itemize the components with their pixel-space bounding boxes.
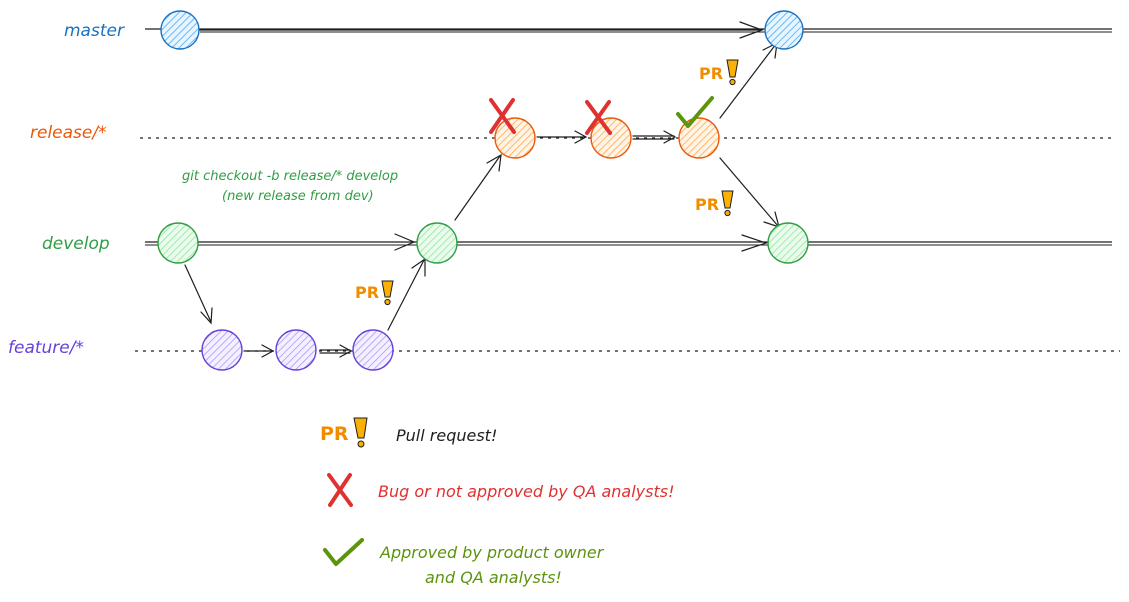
legend-approved: Approved by product owner and QA analyst… <box>323 538 605 587</box>
legend-pr: PR Pull request! <box>320 417 497 448</box>
legend-pr-badge-label: PR <box>320 423 349 445</box>
arrow-release-to-master <box>719 41 778 119</box>
commit-feature-2 <box>275 329 317 371</box>
legend-bug-text: Bug or not approved by QA analysts! <box>378 482 675 501</box>
commit-master-1 <box>160 10 200 50</box>
connector-arrows <box>184 21 780 358</box>
commits <box>157 10 809 371</box>
pr-label: PR <box>695 195 719 214</box>
commit-develop-1 <box>157 222 199 264</box>
arrow-release-1-2 <box>536 130 588 144</box>
legend-approved-line2: and QA analysts! <box>425 568 562 587</box>
arrow-feature-to-develop <box>387 257 426 331</box>
arrow-develop-to-release <box>454 153 502 221</box>
pr-label: PR <box>699 64 723 83</box>
branch-lines <box>135 28 1120 352</box>
lane-label-develop: develop <box>42 234 110 254</box>
arrow-develop-merge <box>741 234 768 252</box>
lane-label-master: master <box>64 21 125 41</box>
arrow-master-merge <box>199 21 764 39</box>
arrow-feature-1-2 <box>243 344 275 358</box>
pr-badge-release-to-develop: PR <box>695 190 734 217</box>
lane-label-release: release/* <box>30 123 107 143</box>
exclamation-icon <box>381 280 394 306</box>
arrow-feature-2-3 <box>319 344 353 358</box>
commit-release-2 <box>590 117 632 159</box>
commit-master-2 <box>764 10 804 50</box>
bug-mark-2 <box>585 100 612 135</box>
check-mark <box>676 96 714 128</box>
exclamation-icon <box>353 417 368 448</box>
pr-label: PR <box>355 283 379 302</box>
checkout-note-line1: git checkout -b release/* develop <box>182 169 398 184</box>
commit-develop-2 <box>416 222 458 264</box>
exclamation-icon <box>721 190 734 217</box>
commit-release-1 <box>494 117 536 159</box>
checkmark-icon <box>323 538 364 566</box>
commit-release-3 <box>678 117 720 159</box>
commit-develop-3 <box>767 222 809 264</box>
legend: PR Pull request! Bug or not approved by … <box>320 417 675 587</box>
checkout-note: git checkout -b release/* develop (new r… <box>182 169 398 204</box>
arrow-develop-to-feature <box>184 264 213 325</box>
pr-badge-feature-to-develop: PR <box>355 280 394 306</box>
legend-approved-line1: Approved by product owner <box>379 543 605 562</box>
commit-feature-1 <box>201 329 243 371</box>
commit-feature-3 <box>352 329 394 371</box>
lane-labels: master release/* develop feature/* <box>8 21 125 358</box>
bug-x-icon <box>327 473 353 507</box>
bug-mark-1 <box>489 98 516 134</box>
legend-bug: Bug or not approved by QA analysts! <box>327 473 675 507</box>
legend-pr-text: Pull request! <box>396 426 497 445</box>
checkout-note-line2: (new release from dev) <box>222 189 374 204</box>
pr-badge-release-to-master: PR <box>699 59 739 86</box>
exclamation-icon <box>726 59 739 86</box>
arrow-release-2-3 <box>632 130 677 144</box>
lane-label-feature: feature/* <box>8 338 84 358</box>
arrow-develop-commit <box>394 233 416 251</box>
